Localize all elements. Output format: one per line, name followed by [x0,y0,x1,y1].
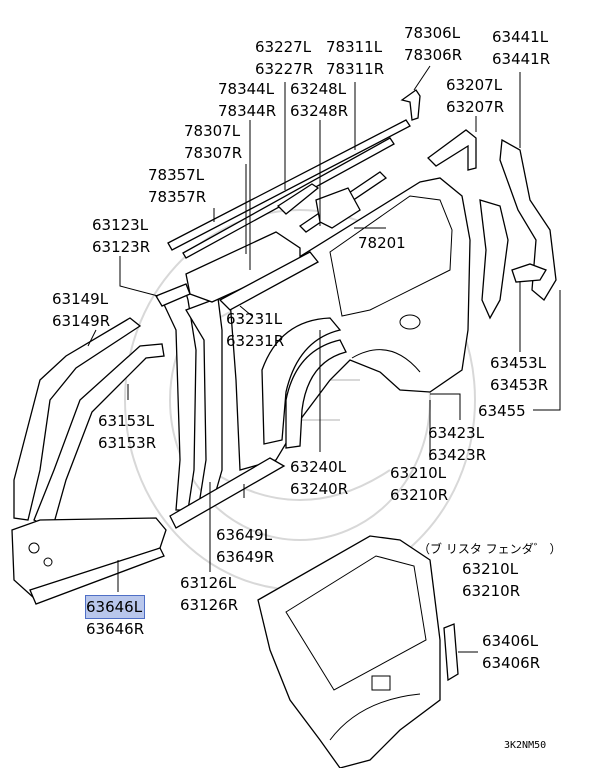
part-number-left: 63423L [428,424,485,442]
part-number-left: 63649L [216,526,273,544]
part-number-right: 78357R [148,188,207,206]
part-number-left: 63453L [490,354,547,372]
part-number-left: 63210L [390,464,447,482]
label-63231[interactable]: 63231L 63231R [226,308,284,352]
center-pillars [155,283,223,511]
label-78311[interactable]: 78311L 78311R [326,36,384,80]
part-number: 78201 [358,234,406,252]
part-number-left: 63207L [446,76,503,94]
label-63210-lower[interactable]: 63210L 63210R [462,558,520,602]
reinforcement-63406 [443,623,459,682]
part-number-right: 78311R [326,60,385,78]
part-number-left: 63231L [226,310,283,328]
part-number-left: 63227L [255,38,312,56]
roof-moldings [167,89,477,259]
part-number-right: 63453R [490,376,549,394]
fender-note: （ブ リスタ フェンダ゛ ） [418,542,562,556]
part-number-right: 63126R [180,596,239,614]
part-number-left: 78357L [148,166,205,184]
part-number-right: 63123R [92,238,151,256]
blister-fender [257,535,441,768]
leader-lines [87,65,561,653]
label-78357[interactable]: 78357L 78357R [148,164,206,208]
part-number-right: 63153R [98,434,157,452]
part-number-right: 63649R [216,548,275,566]
label-63248[interactable]: 63248L 63248R [290,78,348,122]
part-number-right: 78306R [404,46,463,64]
part-number-right: 78307R [184,144,243,162]
label-63649[interactable]: 63649L 63649R [216,524,274,568]
part-number-right: 78344R [218,102,277,120]
sill-panels [11,457,286,605]
part-number-left: 63406L [482,632,539,650]
diagram-code: 3K2NM50 [504,740,547,751]
label-63153[interactable]: 63153L 63153R [98,410,156,454]
label-63423[interactable]: 63423L 63423R [428,422,486,466]
part-number-right: 63248R [290,102,349,120]
label-63406[interactable]: 63406L 63406R [482,630,540,674]
label-78201[interactable]: 78201 [358,232,406,254]
label-63207[interactable]: 63207L 63207R [446,74,504,118]
part-number-left-highlighted: 63646L [84,595,146,619]
front-pillar [13,317,165,531]
label-63123[interactable]: 63123L 63123R [92,214,150,258]
part-number-left: 63123L [92,216,149,234]
part-number-left: 78311L [326,38,383,56]
part-number-right: 63210R [390,486,449,504]
part-number-left: 63248L [290,80,347,98]
part-number-left: 78307L [184,122,241,140]
part-number-right: 63240R [290,480,349,498]
label-78306[interactable]: 78306L 78306R [404,22,462,66]
part-number-right: 63207R [446,98,505,116]
part-number-left: 78344L [218,80,275,98]
part-number-right: 63441R [492,50,551,68]
label-63240[interactable]: 63240L 63240R [290,456,348,500]
label-63455[interactable]: 63455 [478,400,526,422]
part-number: 63455 [478,402,526,420]
label-78307[interactable]: 78307L 78307R [184,120,242,164]
part-number-right: 63227R [255,60,314,78]
wheel-arch-inner [261,317,347,449]
rear-corner-pillars [479,138,557,320]
part-number-left: 63210L [462,560,519,578]
part-number-right: 63210R [462,582,521,600]
label-63441[interactable]: 63441L 63441R [492,26,550,70]
label-63149[interactable]: 63149L 63149R [52,288,110,332]
part-number-right: 63149R [52,312,111,330]
part-number-left: 63441L [492,28,549,46]
part-number-left: 78306L [404,24,461,42]
label-63210-upper[interactable]: 63210L 63210R [390,462,448,506]
part-number-right: 63646R [86,620,145,638]
part-number-left: 63149L [52,290,109,308]
part-number-left: 63153L [98,412,155,430]
part-number-left: 63240L [290,458,347,476]
part-number-right: 63406R [482,654,541,672]
label-63453[interactable]: 63453L 63453R [490,352,548,396]
part-number-left: 63126L [180,574,237,592]
label-78344[interactable]: 78344L 78344R [218,78,276,122]
part-number-right: 63423R [428,446,487,464]
label-63227[interactable]: 63227L 63227R [255,36,313,80]
part-number-right: 63231R [226,332,285,350]
roof-side-brackets [185,187,361,311]
label-63126[interactable]: 63126L 63126R [180,572,238,616]
